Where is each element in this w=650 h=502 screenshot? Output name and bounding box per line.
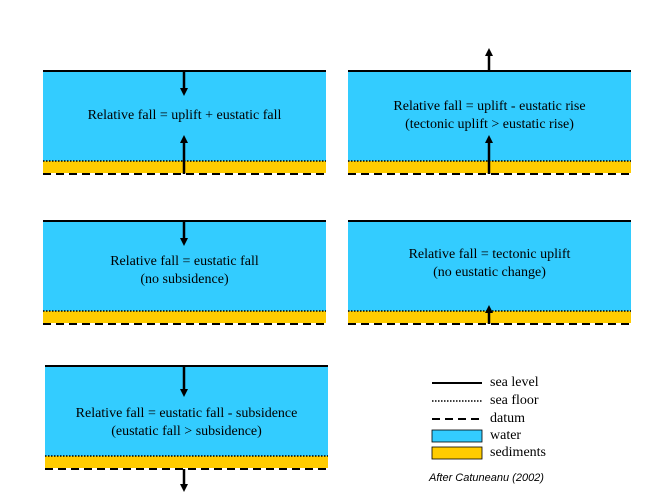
- sediment-layer: [43, 311, 326, 323]
- panel-label-line: Relative fall = eustatic fall - subsiden…: [75, 406, 298, 421]
- panel-label-line: Relative fall = eustatic fall: [110, 254, 259, 269]
- panel-tectonic-uplift-only: [348, 220, 631, 325]
- panel-label-line: Relative fall = tectonic uplift: [408, 247, 571, 262]
- panel-label: Relative fall = tectonic uplift (no eust…: [348, 246, 631, 282]
- panel-label-line: (no eustatic change): [433, 265, 546, 280]
- sediment-legend-icon: [431, 446, 483, 460]
- panel-eustatic-fall-only: [43, 220, 326, 325]
- water-body: [348, 221, 631, 311]
- panel-label-line: (tectonic uplift > eustatic rise): [405, 117, 574, 132]
- water-body: [45, 366, 328, 456]
- legend-label-datum: datum: [490, 411, 525, 426]
- legend-icons: [431, 382, 483, 460]
- panel-label: Relative fall = uplift - eustatic rise (…: [348, 98, 631, 134]
- panel-label: Relative fall = eustatic fall - subsiden…: [45, 405, 328, 441]
- panel-uplift-minus-eustatic-rise: [348, 48, 631, 175]
- sediment-layer: [45, 456, 328, 468]
- legend-label-water: water: [490, 428, 522, 443]
- panel-eustatic-fall-minus-subsidence: [45, 365, 328, 492]
- panel-label: Relative fall = eustatic fall (no subsid…: [43, 253, 326, 289]
- panel-label-line: (eustatic fall > subsidence): [111, 424, 262, 439]
- panel-label: Relative fall = uplift + eustatic fall: [43, 107, 326, 125]
- panel-label-line: Relative fall = uplift - eustatic rise: [393, 99, 586, 114]
- panel-uplift-plus-eustatic-fall: [43, 70, 326, 175]
- source-credit: After Catuneanu (2002): [429, 472, 544, 484]
- legend-label-sediments: sediments: [490, 445, 546, 460]
- panel-label-line: Relative fall = uplift + eustatic fall: [87, 108, 282, 123]
- water-legend-icon: [431, 429, 483, 443]
- panel-label-line: (no subsidence): [140, 272, 229, 287]
- legend-label-sea-floor: sea floor: [490, 393, 539, 408]
- legend-label-sea-level: sea level: [490, 375, 539, 390]
